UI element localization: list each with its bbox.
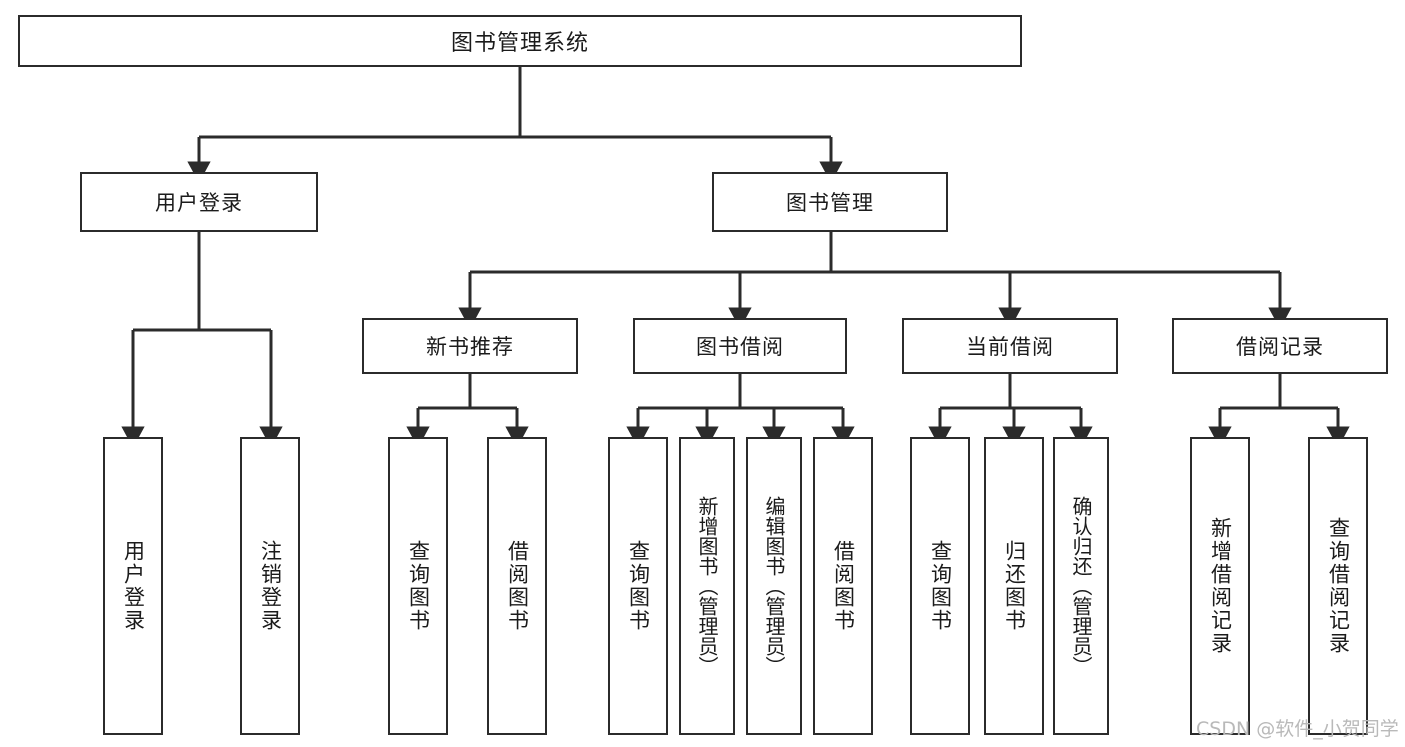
- leaf-query-book-recommend[interactable]: 查询图书: [388, 437, 448, 735]
- node-root-system[interactable]: 图书管理系统: [18, 15, 1022, 67]
- leaf-add-borrow-record[interactable]: 新增借阅记录: [1190, 437, 1250, 735]
- leaf-borrow-book[interactable]: 借阅图书: [813, 437, 873, 735]
- leaf-query-book-current[interactable]: 查询图书: [910, 437, 970, 735]
- node-new-book-recommend[interactable]: 新书推荐: [362, 318, 578, 374]
- leaf-query-borrow-record[interactable]: 查询借阅记录: [1308, 437, 1368, 735]
- node-book-management[interactable]: 图书管理: [712, 172, 948, 232]
- leaf-borrow-book-recommend[interactable]: 借阅图书: [487, 437, 547, 735]
- node-user-login[interactable]: 用户登录: [80, 172, 318, 232]
- leaf-query-book-borrow[interactable]: 查询图书: [608, 437, 668, 735]
- node-current-borrow[interactable]: 当前借阅: [902, 318, 1118, 374]
- leaf-edit-book-admin[interactable]: 编辑图书（管理员）: [746, 437, 802, 735]
- leaf-logout[interactable]: 注销登录: [240, 437, 300, 735]
- leaf-confirm-return-admin[interactable]: 确认归还（管理员）: [1053, 437, 1109, 735]
- leaf-user-login[interactable]: 用户登录: [103, 437, 163, 735]
- node-book-borrow[interactable]: 图书借阅: [633, 318, 847, 374]
- leaf-return-book[interactable]: 归还图书: [984, 437, 1044, 735]
- node-borrow-record[interactable]: 借阅记录: [1172, 318, 1388, 374]
- leaf-add-book-admin[interactable]: 新增图书（管理员）: [679, 437, 735, 735]
